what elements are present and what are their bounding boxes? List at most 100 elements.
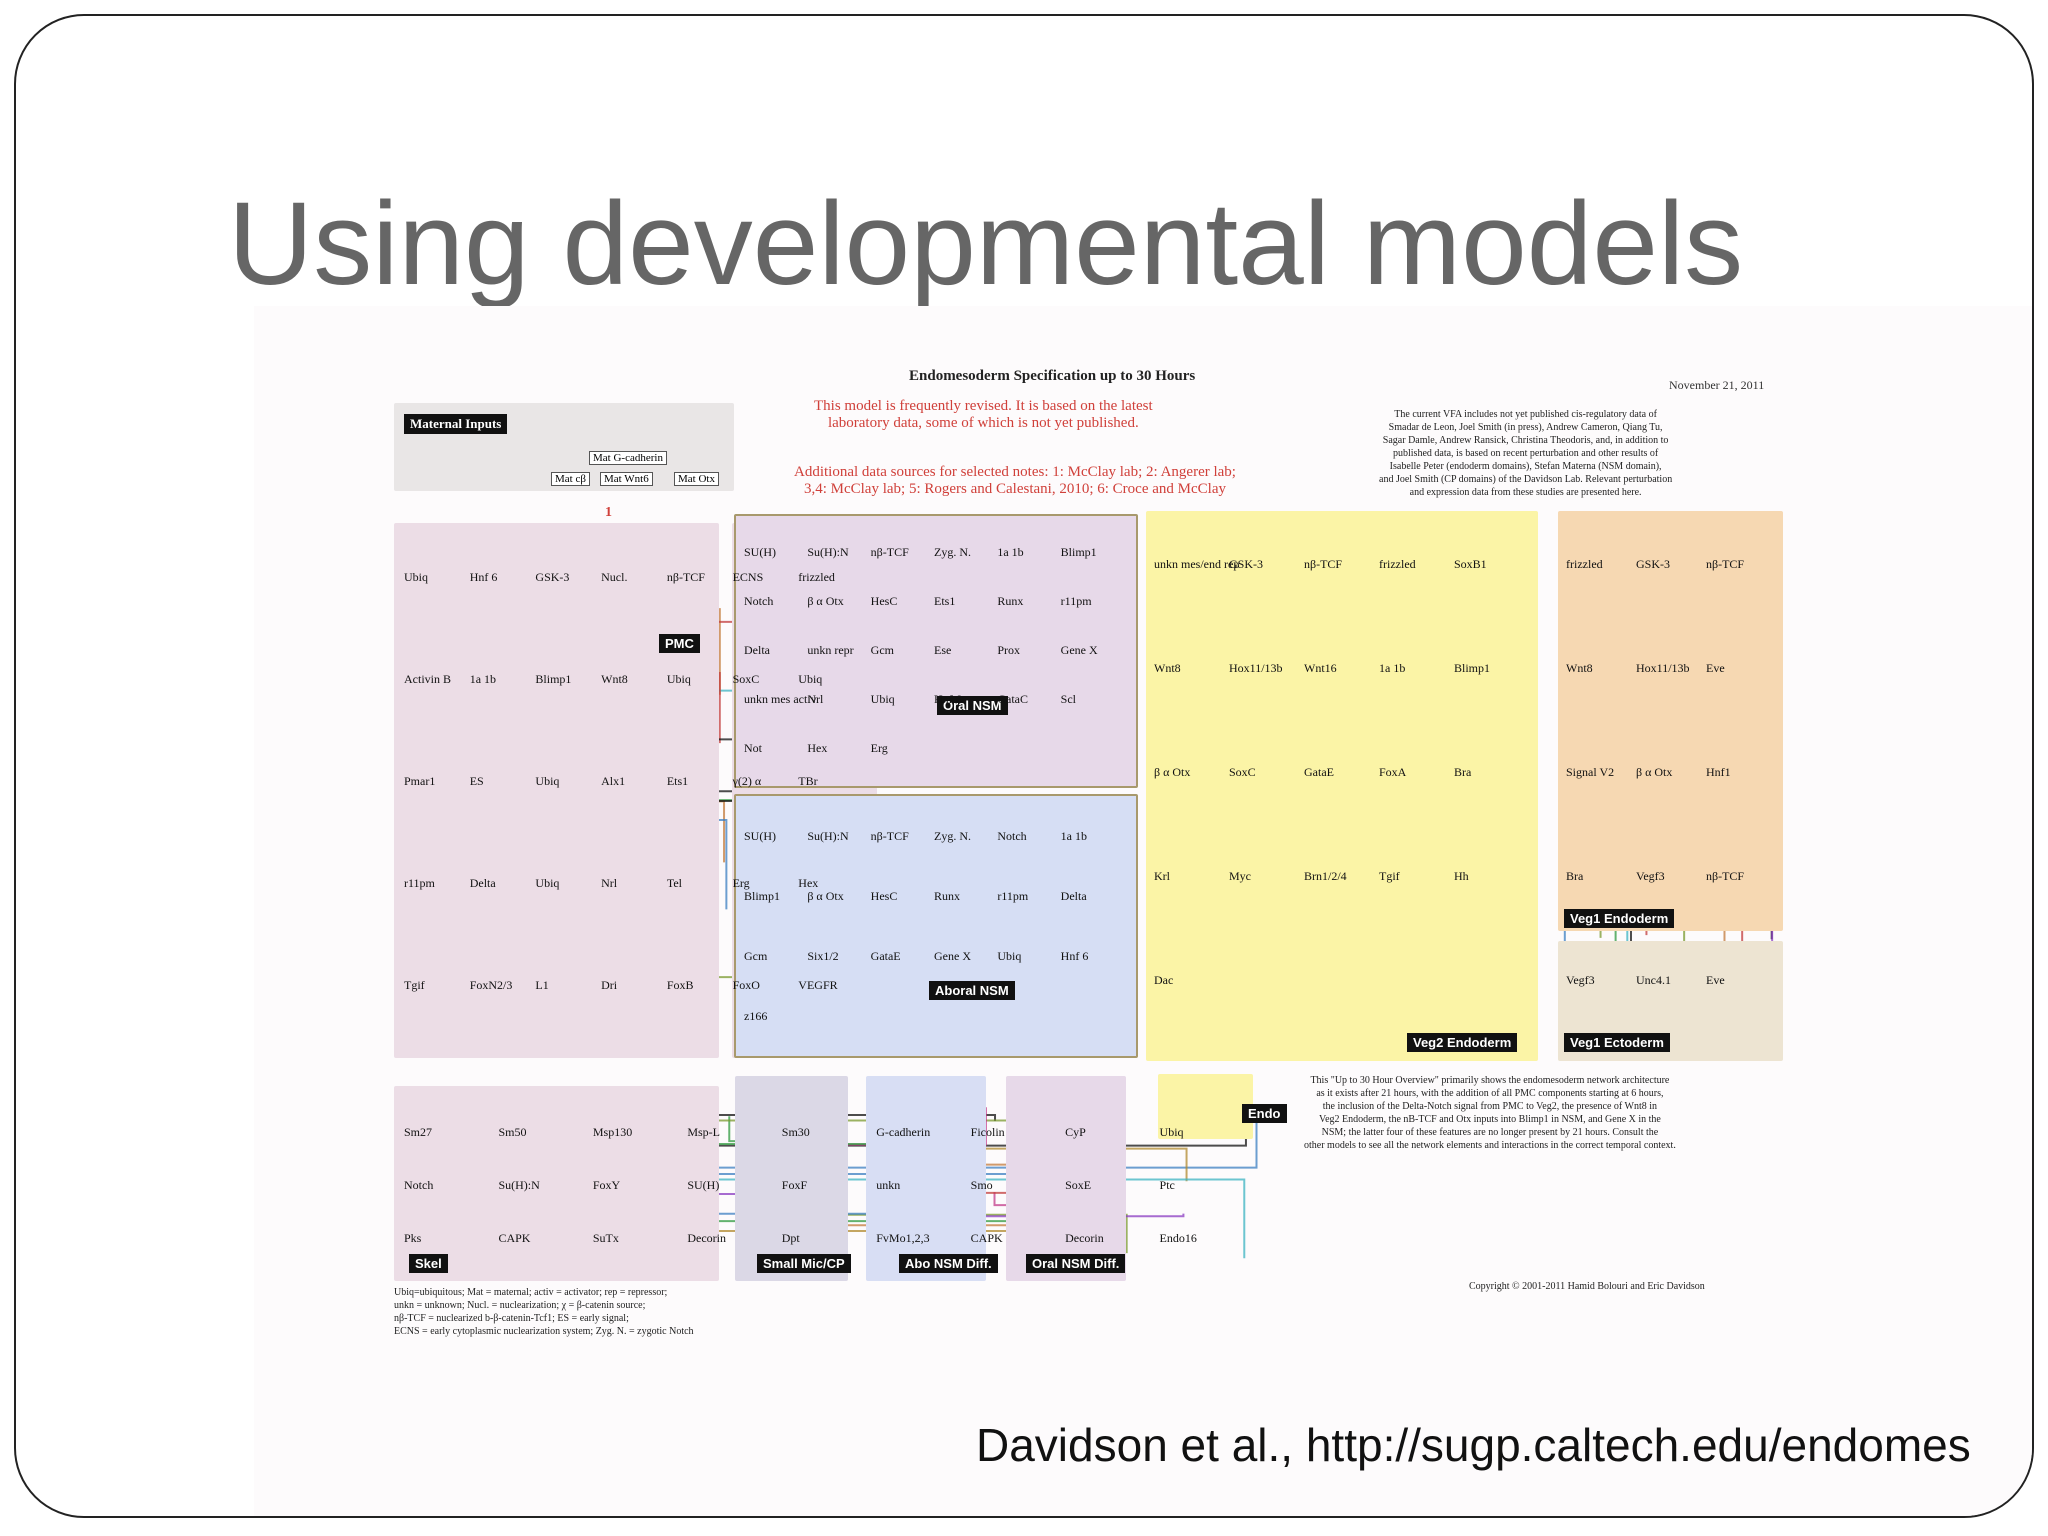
gene-node: Wnt8 [1154,661,1181,676]
gene-node: Blimp1 [744,889,781,903]
gene-node: Alx1 [601,773,626,788]
gene-node: ECNS [732,569,764,584]
note-vfa-line: The current VFA includes not yet publish… [1394,409,1657,420]
gene-node: Ets1 [666,773,689,788]
gene-node: Su(H):N [807,545,849,560]
copyright: Copyright © 2001-2011 Hamid Bolouri and … [1469,1281,1705,1292]
gene-node: Ubiq [870,692,895,707]
gene-node: FoxN2/3 [469,977,513,992]
gene-node: Smo [970,1178,993,1192]
gene-node: Notch [997,829,1027,843]
gene-node: z166 [744,1009,768,1023]
note-vfa-line: Isabelle Peter (endoderm domains), Stefa… [1389,461,1662,472]
gene-node: nβ-TCF [1706,869,1745,884]
note-overview-line: NSM; the latter four of these features a… [1321,1127,1659,1138]
gene-node: ES [469,773,484,788]
gene-node: SU(H) [744,829,776,843]
gene-node: Krl [1154,869,1170,884]
gene-node: Ubiq [535,773,560,788]
gene-node: Ubiq [404,569,428,584]
gene-node: Decorin [1065,1231,1104,1246]
gene-node: Hnf 6 [1060,949,1089,963]
gene-node: VEGFR [798,977,838,992]
note-overview-line: the inclusion of the Delta-Notch signal … [1322,1101,1658,1112]
gene-node: Decorin [687,1231,726,1246]
gene-node: SU(H) [687,1178,720,1192]
mat-otx-node: Mat Otx [674,472,719,486]
legend-line: ECNS = early cytoplasmic nuclearization … [394,1326,694,1337]
gene-node: Vegf3 [1636,869,1665,884]
gene-node: Blimp1 [1060,545,1097,560]
gene-node: FoxY [592,1178,621,1192]
gene-node: unkn [876,1178,901,1192]
gene-node: Hnf1 [1706,765,1731,780]
gene-node: CAPK [498,1231,531,1246]
gene-node: Myc [1229,869,1251,884]
mat-wnt6-node: Mat Wnt6 [600,472,653,486]
gene-node: Scl [1060,692,1076,707]
gene-node: CyP [1065,1124,1086,1139]
gene-node: Tgif [404,977,425,992]
gene-node: Signal V2 [1566,765,1615,780]
note-sources-line: Additional data sources for selected not… [794,464,1236,480]
gene-node: Gene X [1060,643,1098,658]
gene-node: Ubiq [535,875,560,890]
gene-node: nβ-TCF [1706,557,1745,572]
gene-node: FvMo1,2,3 [876,1231,930,1246]
gene-node: Endo16 [1159,1231,1197,1246]
gene-node: Wnt8 [1566,661,1593,676]
oral-nsm-diff-label: Oral NSM Diff. [1026,1254,1126,1273]
gene-node: Sm27 [404,1124,433,1139]
gene-node: Dac [1154,973,1174,988]
gene-node: Runx [934,889,961,903]
oral-nsm-diff-panel [1006,1076,1126,1281]
aboral-nsm-label: Aboral NSM [929,981,1015,1000]
gene-node: Ubiq [798,671,823,686]
gene-node: FoxF [781,1178,808,1192]
gene-node: unkn mes/end rep [1154,557,1240,572]
note-vfa-line: and Joel Smith (CP domains) of the David… [1379,474,1673,485]
gene-node: Gcm [744,949,768,963]
gene-node: frizzled [798,569,835,584]
gene-node: Hh [1454,869,1469,884]
gene-node: Su(H):N [498,1178,540,1192]
gene-node: FoxO [732,977,760,992]
gene-node: Su(H):N [807,829,849,843]
gene-node: Ubiq [666,671,691,686]
gene-node: Hnf 6 [934,692,962,707]
note-revised-line: This model is frequently revised. It is … [814,398,1153,414]
note-overview: This "Up to 30 Hour Overview" primarily … [1304,1074,1676,1152]
skel-panel [394,1086,719,1281]
gene-node: Pmar1 [404,773,436,788]
abo-nsm-diff-label: Abo NSM Diff. [899,1254,998,1273]
gene-node: nβ-TCF [1304,557,1343,572]
gene-node: SoxC [1229,765,1256,780]
veg2-endoderm-panel [1146,511,1538,1061]
gene-node: SoxB1 [1454,557,1487,572]
note-number: 1 [605,505,612,520]
gene-node: Sm30 [781,1124,810,1139]
gene-node: Delta [469,875,496,890]
gene-node: Ets1 [934,594,956,609]
note-sources-line: 3,4: McClay lab; 5: Rogers and Calestani… [803,481,1226,497]
gene-node: r11pm [1060,594,1092,609]
gene-node: Hnf 6 [469,569,498,584]
pmc-panel [394,523,719,1058]
gene-node: unkn repr [807,643,854,658]
gene-node: GataC [997,692,1028,707]
mat-cb-node: Mat cβ [551,472,590,486]
gene-node: Delta [1060,889,1087,903]
figure-date: November 21, 2011 [1669,378,1765,392]
legend-line: Ubiq=ubiquitous; Mat = maternal; activ =… [394,1287,668,1298]
pmc-label: PMC [659,634,700,653]
slide-frame: Using developmental models 123456 Endome… [14,14,2034,1518]
gene-node: β α Otx [807,889,844,903]
legend-line: nβ-TCF = nuclearized b-β-catenin-Tcf1; E… [394,1313,629,1324]
gene-node: Ubiq [1159,1124,1184,1139]
gene-node: β α Otx [1154,765,1191,780]
note-vfa-line: Smadar de Leon, Joel Smith (in press), A… [1388,422,1663,433]
gene-node: Hex [807,741,828,756]
gene-node: Wnt16 [1304,661,1337,676]
gene-node: FoxA [1379,765,1407,780]
gene-node: γ(2) α [732,773,762,788]
